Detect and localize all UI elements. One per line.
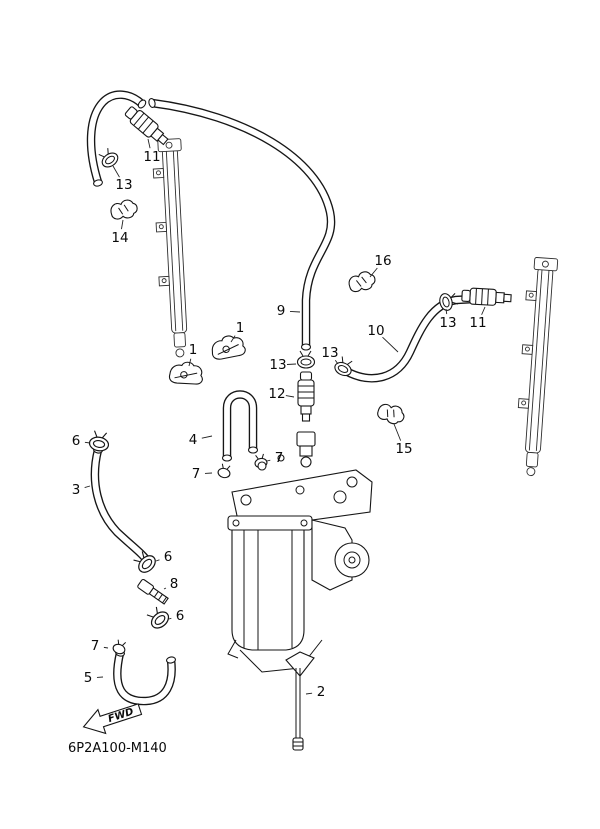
callout-1: 1 — [189, 342, 198, 358]
callout-12: 12 — [268, 386, 285, 402]
hose-clamp-13-center — [296, 350, 316, 369]
callout-6: 6 — [164, 549, 173, 565]
callout-leader-line — [369, 267, 378, 278]
callout-11: 11 — [143, 149, 160, 165]
plunger-part-2 — [292, 668, 304, 751]
fuel-hose-top-left — [86, 90, 147, 187]
callout-leader-line — [112, 165, 120, 178]
fuel-hose-5 — [113, 649, 177, 706]
fuel-hose-3 — [90, 446, 153, 567]
callout-9: 9 — [277, 303, 286, 319]
callout-5: 5 — [84, 670, 93, 686]
callout-6: 6 — [176, 608, 185, 624]
callout-leader-line — [147, 138, 151, 149]
fuel-hose-4 — [221, 390, 259, 462]
callout-leader-line — [286, 363, 297, 365]
hose-clamp-6-c — [144, 603, 173, 632]
callout-2: 2 — [317, 684, 326, 700]
callout-1: 1 — [236, 320, 245, 336]
hose-clamp-7-a — [216, 462, 233, 480]
callout-leader-line — [168, 617, 172, 620]
callout-13: 13 — [269, 357, 286, 373]
callout-14: 14 — [111, 230, 128, 246]
callout-leader-line — [155, 559, 160, 562]
callout-leader-line — [266, 459, 271, 462]
hose-clamp-6-a — [87, 429, 112, 453]
callout-leader-line — [334, 360, 339, 365]
callout-leader-line — [84, 441, 91, 444]
fuel-injector-12 — [297, 371, 315, 422]
callout-leader-line — [445, 308, 448, 315]
callout-leader-line — [121, 219, 124, 230]
callout-8: 8 — [170, 576, 179, 592]
fwd-label: FWD — [107, 707, 135, 726]
callout-leader-line — [481, 306, 486, 315]
callout-leader-line — [285, 395, 295, 398]
hose-clamp-15 — [375, 400, 408, 428]
callout-7: 7 — [91, 638, 100, 654]
hose-clamp-13-top-left — [96, 145, 121, 171]
callout-13: 13 — [439, 315, 456, 331]
diagram-code-label: 6P2A100-M140 — [68, 741, 167, 756]
fuel-rail-left — [152, 138, 188, 358]
callout-16: 16 — [374, 253, 391, 269]
fuel-rail-right — [517, 257, 559, 477]
callout-13: 13 — [321, 345, 338, 361]
callout-leader-line — [201, 435, 213, 439]
callout-leader-line — [289, 311, 301, 313]
pipe-bracket-1-b — [168, 359, 205, 387]
callout-10: 10 — [367, 323, 384, 339]
callout-15: 15 — [395, 441, 412, 457]
hose-clamp-7-c — [111, 638, 129, 656]
callout-leader-line — [382, 336, 399, 353]
callout-leader-line — [163, 587, 167, 590]
callout-7: 7 — [192, 466, 201, 482]
callout-leader-line — [103, 646, 109, 649]
callout-leader-line — [84, 485, 91, 488]
callout-leader-line — [188, 358, 192, 367]
callout-leader-line — [305, 692, 313, 695]
callout-leader-line — [230, 335, 236, 343]
callout-leader-line — [393, 423, 402, 441]
callout-4: 4 — [189, 432, 198, 448]
fuel-hose-10 — [340, 293, 478, 383]
callout-11: 11 — [469, 315, 486, 331]
pipe-bracket-1-a — [209, 333, 247, 361]
fuel-hose-9 — [148, 98, 336, 351]
fuel-pump-assembly — [227, 431, 373, 677]
callout-3: 3 — [72, 482, 81, 498]
hose-clamp-14 — [108, 197, 140, 222]
pipe-joint-8 — [137, 578, 169, 605]
callout-6: 6 — [72, 433, 81, 449]
callout-13: 13 — [115, 177, 132, 193]
callout-7: 7 — [275, 450, 284, 466]
fuel-injector-11-left — [122, 103, 172, 149]
